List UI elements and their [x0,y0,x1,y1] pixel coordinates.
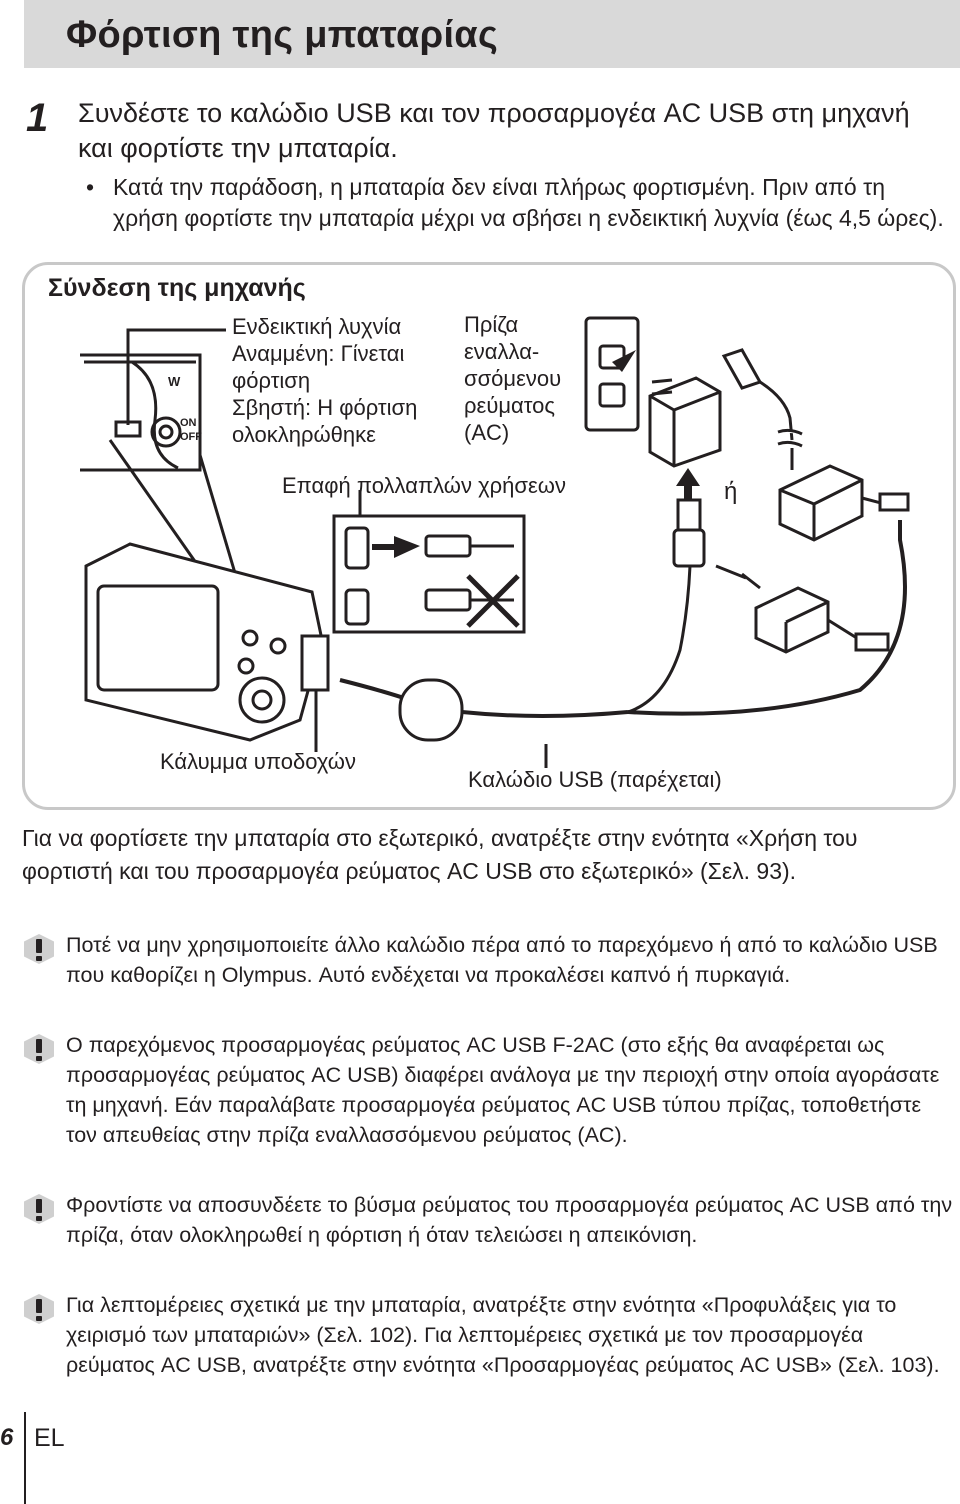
or-label: ή [724,478,738,505]
outlet-line-2: εναλλα- [464,339,540,364]
page-header: Φόρτιση της μπαταρίας [24,0,960,68]
terminal-cover-label: Κάλυμμα υποδοχών [160,749,356,774]
caution-text: Φροντίστε να αποσυνδέετε το βύσμα ρεύματ… [66,1193,953,1247]
wall-outlet-icon [584,316,640,432]
page-number: 6 [0,1424,14,1451]
caution-icon [24,934,54,964]
caution-icon [24,1034,54,1064]
caution-note-4: Για λεπτομέρειες σχετικά με την μπαταρία… [22,1290,956,1380]
insert-arrow-icon [612,350,636,372]
usb-plug-icon [627,498,706,714]
bullet-text: Κατά την παράδοση, η μπαταρία δεν είναι … [113,174,944,231]
ac-adapter-plug-icon [648,376,722,468]
ac-plug-cable-icon [721,348,803,470]
camera-body-icon [84,542,330,742]
usb-cable-icon [339,520,907,742]
step-bullet: • Κατά την παράδοση, η μπαταρία δεν είνα… [86,172,956,234]
outlet-line-5: (AC) [464,420,510,445]
connector-arrow-icon [372,536,420,558]
camera-on-label: ON [180,417,197,429]
panel-title: Σύνδεση της μηχανής [48,274,306,302]
wrong-way-cross-icon [466,574,520,628]
connection-illustration: W ON OFF [80,316,910,768]
caution-text: Για λεπτομέρειες σχετικά με την μπαταρία… [66,1293,940,1377]
indicator-line-3: φόρτιση [232,368,311,393]
usb-cable-label: Καλώδιο USB (παρέχεται) [468,767,722,792]
indicator-label: Ενδεικτική λυχνία Αναμμένη: Γίνεται φόρτ… [232,313,417,448]
abroad-paragraph: Για να φορτίσετε την μπαταρία στο εξωτερ… [22,825,858,884]
page-title: Φόρτιση της μπαταρίας [66,14,499,56]
indicator-line-2: Αναμμένη: Γίνεται [232,341,405,366]
outlet-label: Πρίζα εναλλα- σσόμενου ρεύματος (AC) [464,311,561,446]
outlet-line-4: ρεύματος [464,393,555,418]
footer-divider [24,1412,26,1504]
connection-panel [22,262,956,810]
caution-text: Ποτέ να μην χρησιμοποιείτε άλλο καλώδιο … [66,933,938,987]
outlet-line-1: Πρίζα [464,312,519,337]
indicator-leader-line [108,328,242,591]
camera-closeup-icon [80,353,202,472]
caution-icon [24,1194,54,1224]
caution-note-2: Ο παρεχόμενος προσαρμογέας ρεύματος AC U… [22,1030,956,1150]
multi-connector-label: Επαφή πολλαπλών χρήσεων [282,473,566,498]
indicator-line-1: Ενδεικτική λυχνία [232,314,402,339]
outlet-line-3: σσόμενου [464,366,562,391]
caution-note-1: Ποτέ να μην χρησιμοποιείτε άλλο καλώδιο … [22,930,956,990]
up-arrow-icon [676,468,700,510]
bullet-dot: • [86,174,95,200]
step-instruction: Συνδέστε το καλώδιο USB και τον προσαρμο… [78,98,910,163]
caution-text: Ο παρεχόμενος προσαρμογέας ρεύματος AC U… [66,1033,940,1147]
camera-off-label: OFF [180,431,202,443]
indicator-line-4: Σβηστή: Η φόρτιση [232,395,418,420]
small-adapter-icon [715,564,890,654]
indicator-line-5: ολοκληρώθηκε [232,422,376,447]
caution-icon [24,1294,54,1324]
step-number: 1 [26,96,49,140]
language-code: EL [34,1424,65,1452]
camera-wb-label: W [168,374,181,389]
desktop-adapter-icon [778,464,910,542]
multi-connector-inset [332,514,526,634]
caution-note-3: Φροντίστε να αποσυνδέετε το βύσμα ρεύματ… [22,1190,956,1250]
